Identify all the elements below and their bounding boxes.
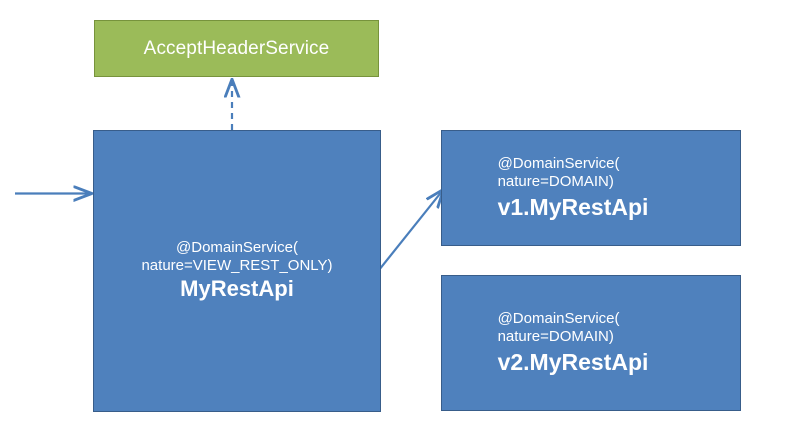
node-v2-my-rest-api[interactable]: @DomainService( nature=DOMAIN) v2.MyRest… <box>441 275 741 411</box>
node-my-rest-api-class-name: MyRestApi <box>180 276 294 302</box>
node-v1-my-rest-api-annotation-line2: nature=DOMAIN) <box>497 173 614 191</box>
node-v1-my-rest-api[interactable]: @DomainService( nature=DOMAIN) v1.MyRest… <box>441 130 741 246</box>
node-v1-my-rest-api-annotation-line1: @DomainService( <box>497 155 620 173</box>
node-v1-my-rest-api-text: @DomainService( nature=DOMAIN) v1.MyRest… <box>498 155 649 221</box>
delegates-to-v1-arrow <box>378 190 443 271</box>
node-my-rest-api-text: @DomainService( nature=VIEW_REST_ONLY) M… <box>141 239 332 303</box>
node-my-rest-api[interactable]: @DomainService( nature=VIEW_REST_ONLY) M… <box>93 130 381 412</box>
node-my-rest-api-annotation-line2: nature=VIEW_REST_ONLY) <box>141 257 333 275</box>
node-accept-header-service[interactable]: AcceptHeaderService <box>94 20 379 77</box>
node-v1-my-rest-api-class-name: v1.MyRestApi <box>497 193 649 220</box>
node-v2-my-rest-api-class-name: v2.MyRestApi <box>497 348 649 375</box>
node-my-rest-api-annotation-line1: @DomainService( <box>176 238 298 256</box>
node-accept-header-service-label: AcceptHeaderService <box>143 37 330 59</box>
node-v2-my-rest-api-annotation-line2: nature=DOMAIN) <box>497 328 614 346</box>
node-v2-my-rest-api-text: @DomainService( nature=DOMAIN) v2.MyRest… <box>498 310 649 376</box>
node-v2-my-rest-api-annotation-line1: @DomainService( <box>497 310 620 328</box>
